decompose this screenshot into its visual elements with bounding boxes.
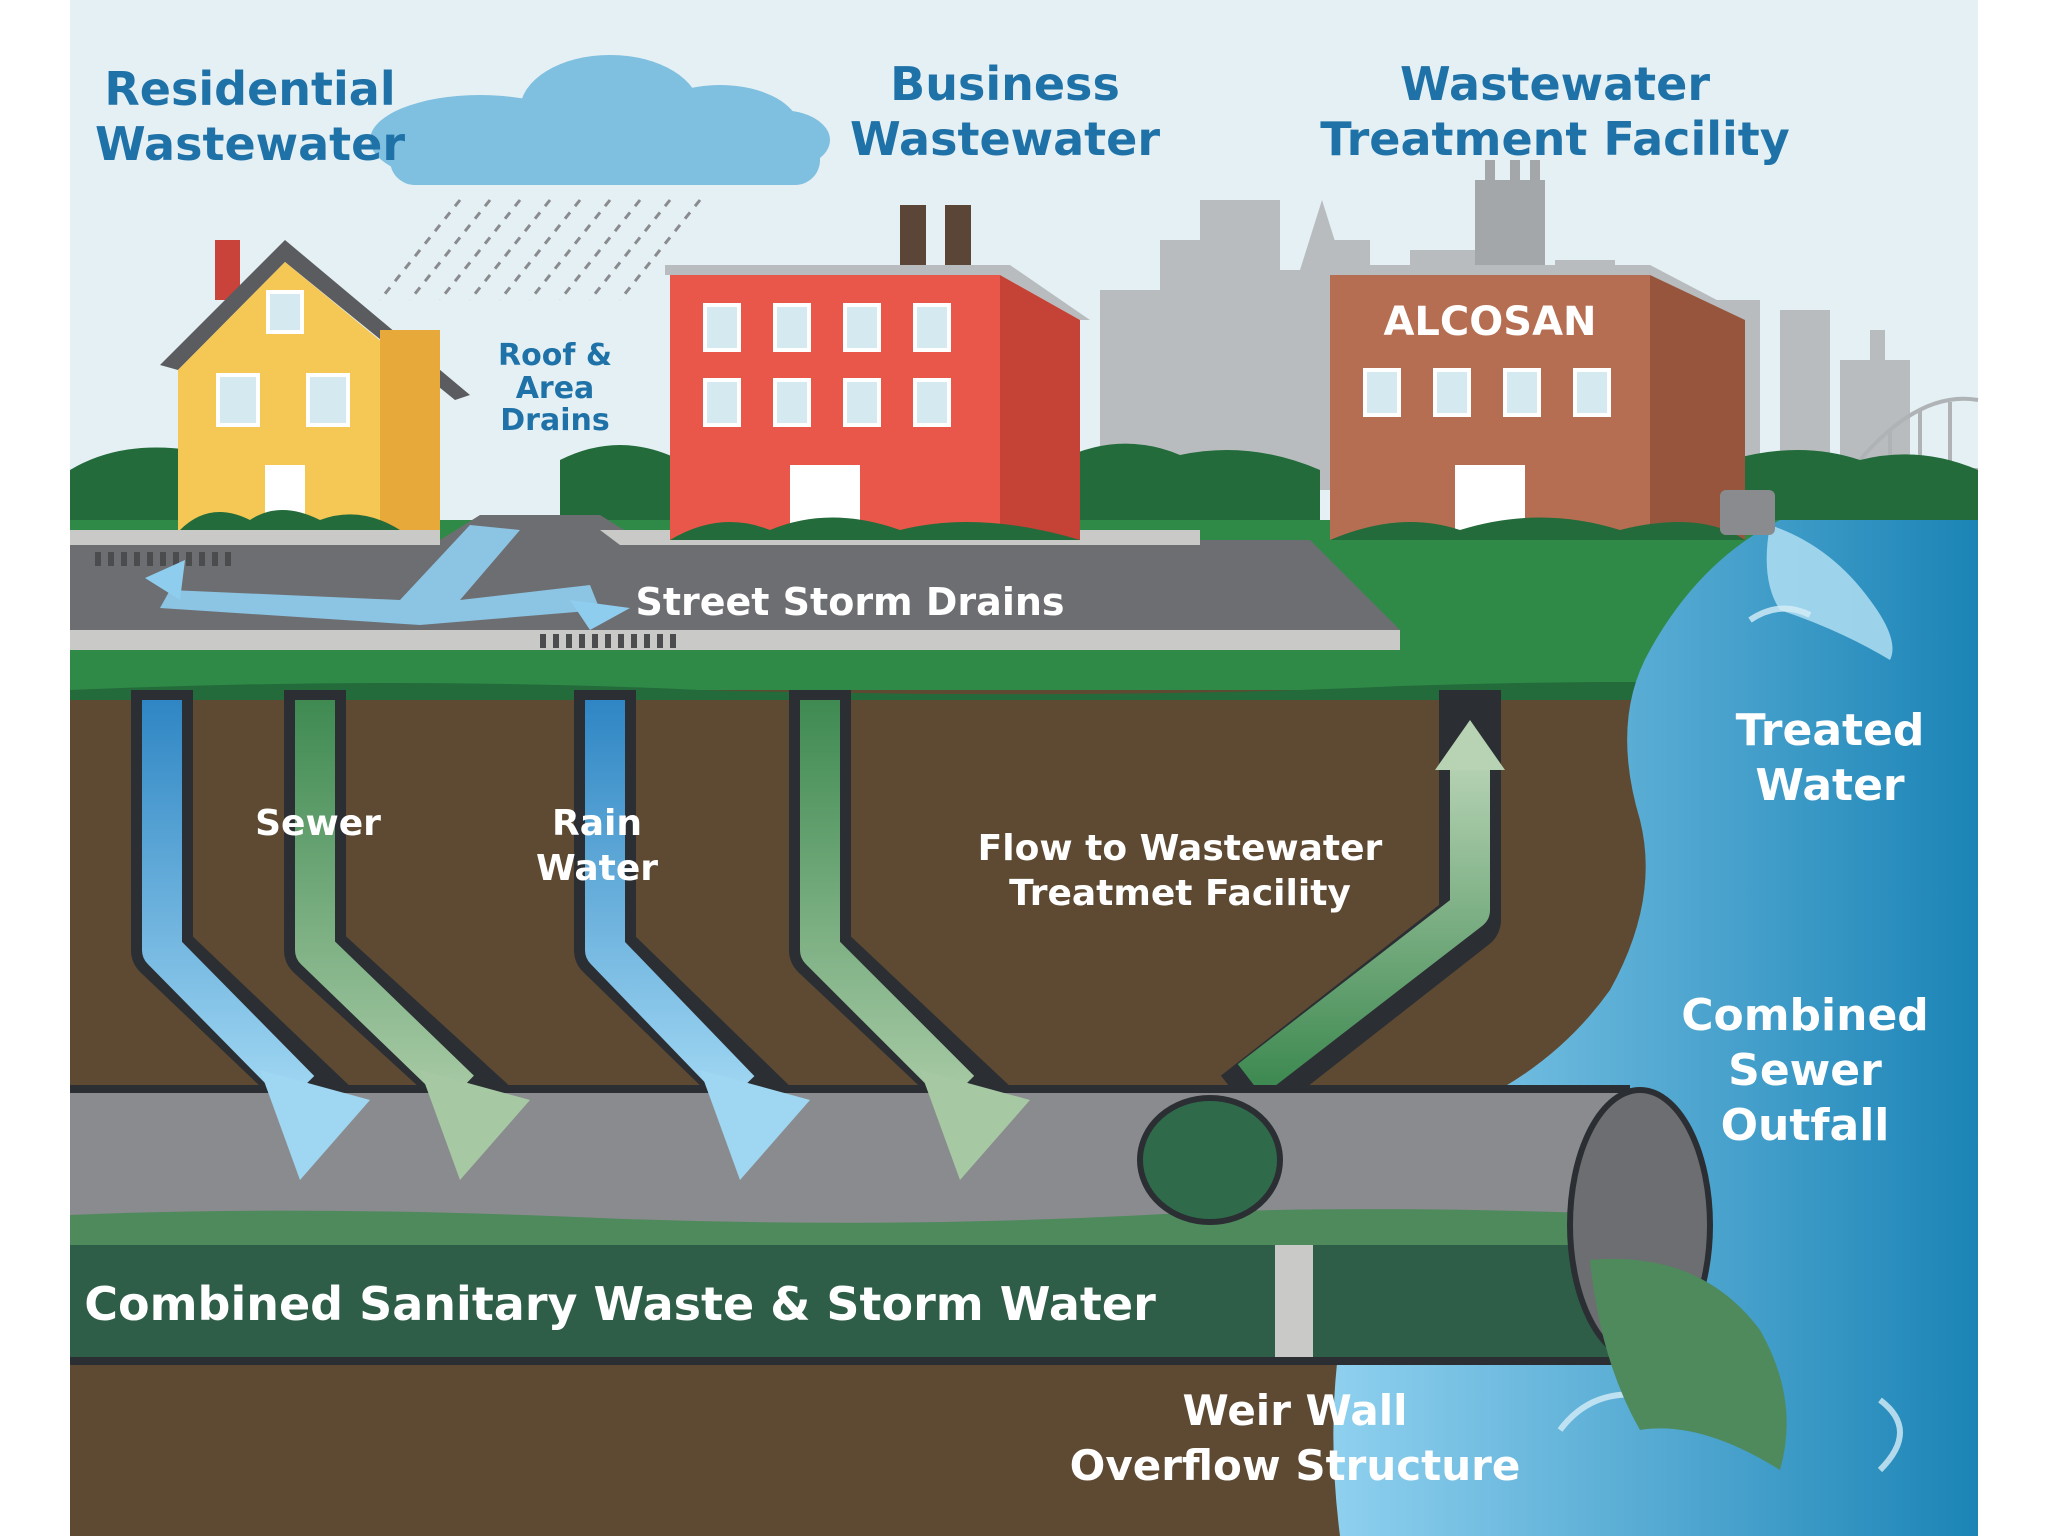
street-storm-drains-label: Street Storm Drains	[635, 580, 1064, 624]
sewer-pipe-center	[800, 700, 975, 1105]
rain-icon	[378, 199, 702, 301]
alcosan-sign: ALCOSAN	[1383, 299, 1596, 345]
roof-drains-line3: Drains	[500, 403, 609, 438]
treated-water-line2: Water	[1755, 760, 1905, 811]
treatment-title-line1: Wastewater	[1400, 57, 1710, 111]
flow-label-line2: Treatmet Facility	[1009, 873, 1351, 914]
sewer-label: Sewer	[255, 803, 381, 844]
street-arrow-right-head	[570, 600, 630, 630]
roof-drains-line1: Roof &	[498, 338, 612, 373]
weir-wall-line2: Overflow Structure	[1070, 1441, 1521, 1490]
sewer-arrow-head-center	[920, 1070, 1030, 1180]
rain-water-line2: Water	[536, 848, 658, 889]
rain-water-pipe-center	[585, 700, 755, 1104]
house-icon	[160, 240, 470, 530]
weir-wall-label: Weir Wall Overflow Structure	[1070, 1386, 1521, 1490]
flow-label: Flow to Wastewater Treatmet Facility	[978, 828, 1383, 914]
sewer-pipe-left	[295, 700, 474, 1105]
treated-outflow	[1766, 525, 1893, 660]
cloud-icon	[370, 55, 830, 185]
flow-label-line1: Flow to Wastewater	[978, 828, 1383, 869]
outfall-label: Combined Sewer Outfall	[1681, 990, 1929, 1151]
treated-water-line1: Treated	[1736, 705, 1925, 756]
weir-wall-line1: Weir Wall	[1182, 1386, 1407, 1435]
outfall-label-line3: Outfall	[1721, 1100, 1890, 1151]
street-arrow-left-head	[145, 560, 185, 600]
treatment-title-line2: Treatment Facility	[1320, 112, 1789, 166]
flow-up-pipe	[1237, 760, 1490, 1096]
residential-title-line1: Residential	[104, 62, 395, 116]
roof-drains-line2: Area	[516, 371, 595, 406]
outfall-label-line1: Combined	[1681, 990, 1929, 1041]
treatment-building-icon	[1325, 265, 1755, 540]
residential-title: Residential Wastewater	[95, 62, 405, 171]
flow-up-arrow-head	[1435, 720, 1505, 770]
rain-water-line1: Rain	[552, 803, 642, 844]
storm-grate-left	[95, 552, 231, 566]
rain-arrow-head-left	[260, 1070, 370, 1180]
combined-pipe-label: Combined Sanitary Waste & Storm Water	[84, 1277, 1156, 1331]
outfall-label-line2: Sewer	[1728, 1045, 1882, 1096]
business-title: Business Wastewater	[850, 57, 1160, 166]
residential-title-line2: Wastewater	[95, 117, 405, 171]
storm-grate-center	[540, 634, 676, 648]
rain-arrow-head-center	[700, 1070, 810, 1180]
roof-drains-label: Roof & Area Drains	[498, 338, 612, 438]
treated-water-label: Treated Water	[1736, 705, 1925, 811]
street-flow-arrow	[160, 525, 600, 625]
treated-outlet	[1720, 490, 1775, 535]
business-title-line1: Business	[890, 57, 1120, 111]
rain-water-label: Rain Water	[536, 803, 658, 889]
sewer-arrow-head-left	[420, 1070, 530, 1180]
treatment-title: Wastewater Treatment Facility	[1320, 57, 1789, 166]
rain-water-pipe-left	[142, 700, 315, 1105]
business-building-icon	[665, 205, 1090, 540]
business-title-line2: Wastewater	[850, 112, 1160, 166]
